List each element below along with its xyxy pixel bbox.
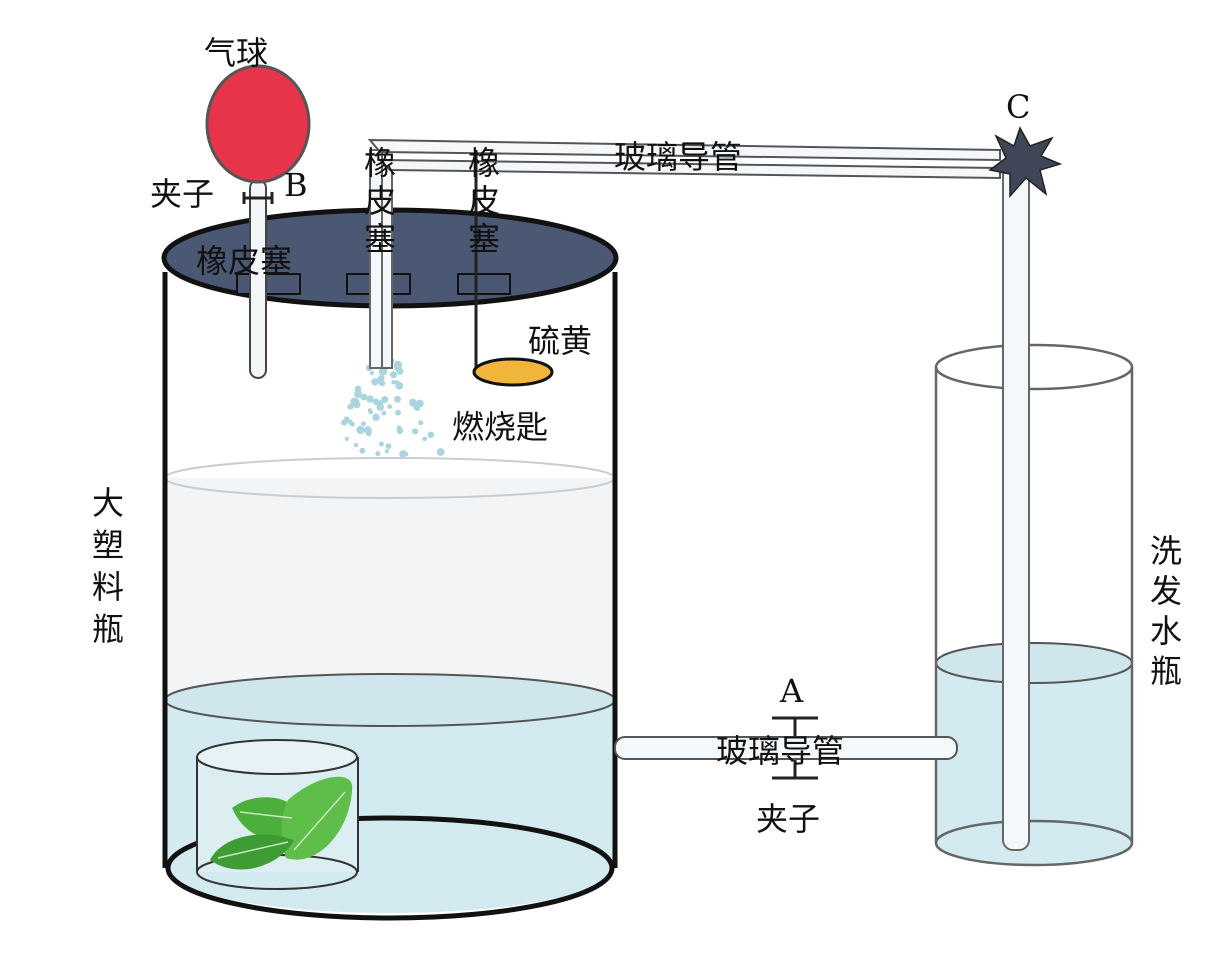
label-stopper-left: 橡皮塞 [196,242,292,280]
spray-droplet [394,395,401,403]
junction-c-star [988,126,1063,198]
label-sulfur: 硫黄 [528,322,592,360]
spray-droplet [354,390,362,398]
label-big-bottle: 大 塑 料 瓶 [92,484,134,648]
spray-droplet [396,425,402,431]
glass-tube-top-upper [367,138,1001,162]
spray-droplet [372,398,380,405]
leaf-1 [232,797,299,839]
spray-droplets [341,357,445,458]
spray-droplet [412,428,419,435]
label-clip-b: 夹子 [150,175,214,213]
beaker-with-leaves [196,739,359,890]
leaf-2 [281,776,353,860]
spray-droplet [350,397,359,406]
spray-droplet [369,371,374,375]
spray-droplet [372,413,380,421]
shampoo-water [936,663,1132,865]
spray-droplet [395,381,404,390]
spray-droplet [390,371,397,379]
shampoo-water-surface [935,642,1133,684]
spray-droplet [354,443,359,448]
spray-droplet [378,441,384,447]
label-point-a: A [779,672,804,710]
leaf-3 [210,834,294,870]
label-point-c: C [1006,88,1030,126]
glass-tube-vertical [1002,164,1030,851]
label-balloon: 气球 [204,34,268,72]
spray-droplet [350,421,355,427]
label-glass-tube-bottom: 玻璃导管 [716,732,844,770]
spray-droplet [344,436,349,441]
clip-a [772,716,818,780]
combustion-spoon-sulfur [472,357,554,387]
spray-droplet [409,398,417,406]
label-point-b: B [284,166,308,204]
spray-droplet [371,378,379,386]
spray-droplet [367,408,372,413]
glass-tube-top-lower [377,158,1001,180]
spray-droplet [391,380,396,385]
label-shampoo-bottle: 洗 发 水 瓶 [1150,532,1192,690]
shampoo-top [934,343,1134,391]
spray-droplet [375,451,381,457]
spray-droplet [361,421,366,427]
spray-droplet [387,404,393,409]
bottle-bottom [165,815,615,921]
spray-droplet [354,385,362,393]
rubber-stopper-right [457,273,511,295]
spray-droplet [396,367,404,375]
spray-droplet [384,449,389,454]
spray-droplet [427,431,435,438]
shampoo-bottom [934,819,1134,867]
spray-droplet [356,425,365,435]
spray-droplet [422,436,427,442]
water-surface [164,673,616,727]
spray-droplet [363,426,372,435]
spray-droplet [403,451,409,457]
shampoo-bottle [934,343,1134,867]
label-stopper-right: 橡 皮 塞 [468,144,510,258]
spray-droplet [366,395,374,403]
beaker-rim [196,739,358,775]
spray-droplet [360,393,368,401]
spray-droplet [395,409,401,416]
spray-droplet [343,416,350,423]
spray-droplet [381,410,387,416]
spray-droplet [359,447,366,454]
bottle-gas-zone [165,478,615,700]
spray-droplet [376,403,385,411]
spray-droplet [415,399,424,408]
spray-droplet [385,443,392,449]
spray-droplet [418,420,424,426]
label-stopper-mid: 橡 皮 塞 [364,144,406,258]
clip-b [242,192,274,204]
balloon [205,64,311,184]
spray-droplet [436,448,445,456]
glass-tube-bottom [614,736,958,760]
label-spoon: 燃烧匙 [452,408,548,446]
spray-droplet [381,396,389,403]
label-clip-a: 夹子 [756,800,820,838]
label-glass-tube-top: 玻璃导管 [614,138,742,176]
